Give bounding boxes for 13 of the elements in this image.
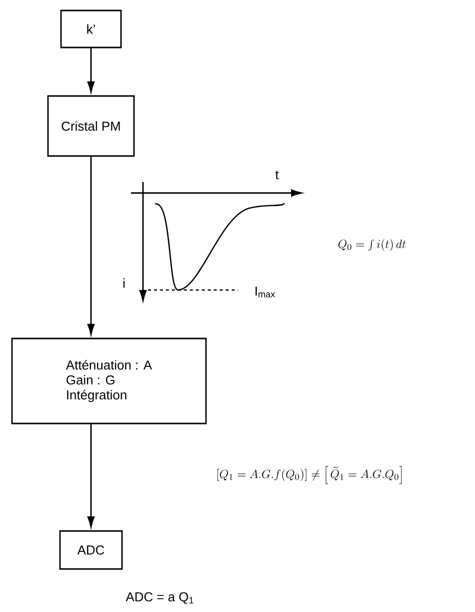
process-box: ADC xyxy=(59,530,123,570)
arrow xyxy=(87,48,95,92)
arrow xyxy=(87,424,95,528)
axis-label: i xyxy=(123,278,125,288)
axis-label: t xyxy=(275,170,279,180)
formula: $Q_0 = \int i(t)\,dt$ xyxy=(338,239,406,251)
arrow xyxy=(87,156,95,335)
process-box: k’ xyxy=(60,10,122,48)
formula: ADC = a Q$_{1}$ xyxy=(126,592,194,604)
axis-label: I$_{max}$ xyxy=(256,286,276,298)
process-box: Cristal PM xyxy=(47,95,135,157)
process-box: Atténuation : A Gain : G Intégration xyxy=(11,338,207,424)
formula: $\left[Q_1 = A.G.f(Q_0)\right] \neq \left[\,\widetilde{Q}_1 = A.G.Q_0\right]$ xyxy=(217,466,402,484)
